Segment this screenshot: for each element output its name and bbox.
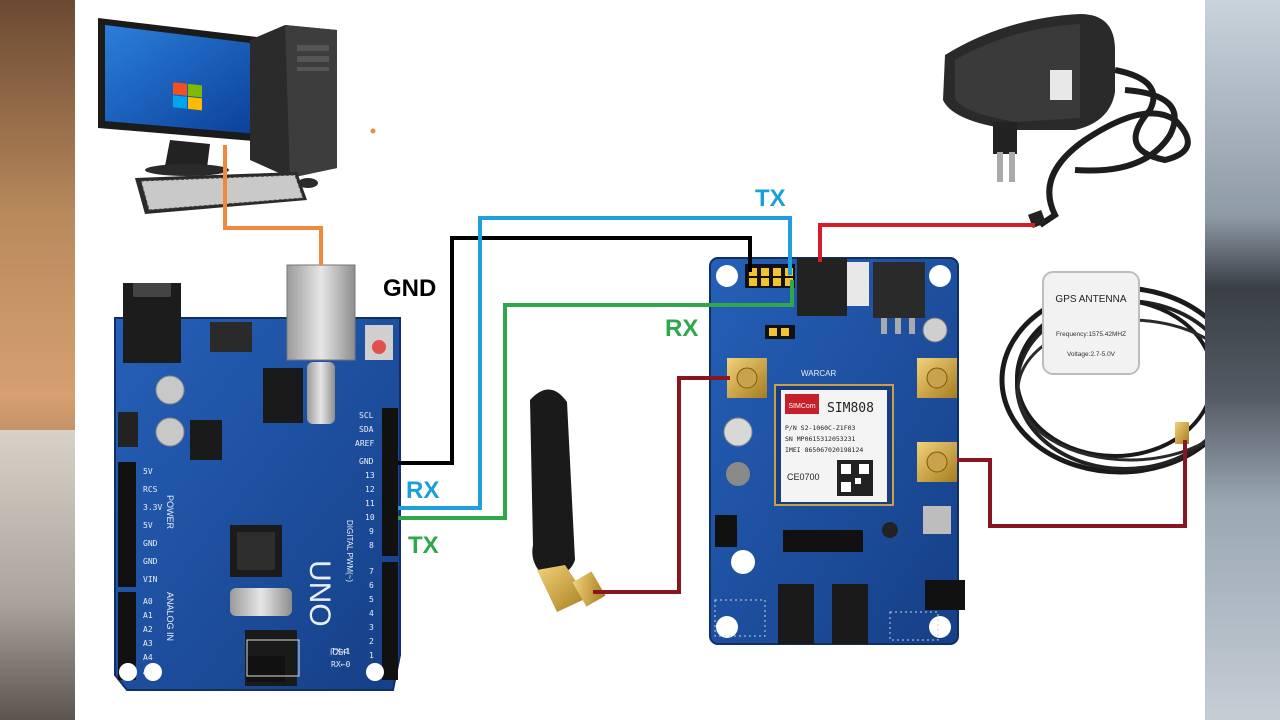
warcar-label: WARCAR	[801, 369, 836, 378]
pin-label: A4	[143, 653, 153, 662]
pin-label: 1	[369, 651, 374, 660]
dc-power-jack	[797, 258, 847, 316]
keyboard-icon	[135, 172, 318, 214]
pin-label: A5	[143, 667, 153, 676]
analog-pin-labels: A0 A1 A2 A3 A4 A5	[143, 597, 153, 676]
power-wire	[818, 223, 1035, 262]
gsm-antenna-wire	[593, 376, 730, 594]
power-header-label: POWER	[165, 495, 175, 530]
gps-antenna: GPS ANTENNA Frequency:1575.42MHZ Voltage…	[999, 271, 1205, 475]
wires	[223, 145, 1187, 594]
usb-wire	[223, 145, 323, 265]
gnd-wire	[398, 236, 752, 465]
arduino-uno-board: UNO POWER ANALOG IN DIGITAL PWM(~) ICSP …	[114, 264, 401, 691]
pin-label: GND	[143, 557, 158, 566]
pin-label: 11	[365, 499, 375, 508]
digital-pin-labels-top: SCL SDA AREF GND 13 12 11 10 9 8	[355, 411, 375, 550]
desktop-computer	[98, 18, 337, 214]
left-blurred-border	[0, 0, 75, 720]
pin-label: 3.3V	[143, 503, 162, 512]
sim808-imei: IMEI 865067020198124	[785, 446, 863, 454]
crystal	[307, 362, 335, 424]
gps-antenna-puck	[1042, 271, 1140, 375]
pin-label: GND	[143, 539, 158, 548]
left-border-shade	[0, 430, 75, 720]
tower-case-icon	[250, 25, 337, 178]
gps-antenna-voltage: Voltage:2.7-5.0V	[1067, 351, 1116, 358]
analog-header	[118, 592, 136, 680]
pin-label: 2	[369, 637, 374, 646]
sim808-label: SIM808	[827, 401, 874, 416]
power-pin-labels: 5V RCS 3.3V 5V GND GND VIN	[143, 467, 162, 584]
gps-antenna-frequency: Frequency:1575.42MHZ	[1056, 331, 1126, 338]
audio-jack-2	[832, 584, 868, 644]
gps-connector	[1175, 422, 1189, 444]
pin-label: AREF	[355, 439, 374, 448]
pin-label: 8	[369, 541, 374, 550]
icsp-label: ICSP	[330, 648, 349, 657]
rx-label-gsm: RX	[665, 315, 698, 342]
ce-mark: CE0700	[787, 472, 820, 482]
simcom-brand: SIMCom	[788, 403, 815, 410]
tx-mark: TX→1	[331, 647, 350, 656]
pin-label: VIN	[143, 575, 158, 584]
pin-label: 6	[369, 581, 374, 590]
pin-label: 3	[369, 623, 374, 632]
pin-label: A3	[143, 639, 153, 648]
power-header	[118, 462, 136, 587]
digital-pin-labels-bottom: 7 6 5 4 3 2 1 0	[369, 567, 374, 674]
sim808-gsm-module: SIMCom SIM808 P/N S2-1060C-Z1F03 SN MP06…	[709, 257, 965, 645]
pin-label: 7	[369, 567, 374, 576]
audio-jack-1	[778, 584, 814, 644]
monitor-icon	[98, 18, 265, 176]
pin-label: A1	[143, 611, 153, 620]
pin-label: 5V	[143, 467, 153, 476]
pin-label: GND	[359, 457, 374, 466]
pin-label: RCS	[143, 485, 158, 494]
rx-mark: RX←0	[331, 660, 350, 669]
rx-wire	[398, 216, 792, 510]
pin-label: 4	[369, 609, 374, 618]
pin-label: A2	[143, 625, 153, 634]
pin-label: SDA	[359, 425, 374, 434]
gps-antenna-title: GPS ANTENNA	[1055, 294, 1126, 305]
orange-dot	[370, 128, 376, 134]
digital-header-bottom	[382, 562, 398, 680]
tx-label-gsm: TX	[755, 185, 786, 212]
pin-label: A0	[143, 597, 153, 606]
power-adapter-icon	[943, 14, 1191, 228]
wiring-diagram: GPS ANTENNA Frequency:1575.42MHZ Voltage…	[75, 0, 1205, 720]
digital-header-label: DIGITAL PWM(~)	[345, 520, 354, 582]
rx-label-uno: RX	[406, 477, 439, 504]
uno-label: UNO	[303, 560, 336, 627]
pin-label: 13	[365, 471, 375, 480]
gsm-stub-antenna	[530, 389, 606, 612]
sim808-pn: P/N S2-1060C-Z1F03	[785, 424, 856, 432]
pin-label: SCL	[359, 411, 374, 420]
pin-label: 5V	[143, 521, 153, 530]
sim808-sn: SN MP0615312053231	[785, 435, 856, 443]
micro-usb-port	[923, 506, 951, 534]
right-blurred-border	[1205, 0, 1280, 720]
gps-antenna-wire	[957, 440, 1187, 528]
pin-label: 5	[369, 595, 374, 604]
usb-port	[286, 264, 356, 361]
simcom-logo	[785, 394, 819, 414]
gnd-label: GND	[383, 275, 436, 302]
diagram-svg: GPS ANTENNA Frequency:1575.42MHZ Voltage…	[98, 14, 1205, 691]
tx-wire	[398, 280, 794, 520]
pin-label: 9	[369, 527, 374, 536]
pin-label: 12	[365, 485, 375, 494]
pin-label: 10	[365, 513, 375, 522]
tx-label-uno: TX	[408, 532, 439, 559]
digital-header-top	[382, 408, 398, 556]
analog-header-label: ANALOG IN	[165, 592, 175, 641]
pin-label: 0	[369, 665, 374, 674]
